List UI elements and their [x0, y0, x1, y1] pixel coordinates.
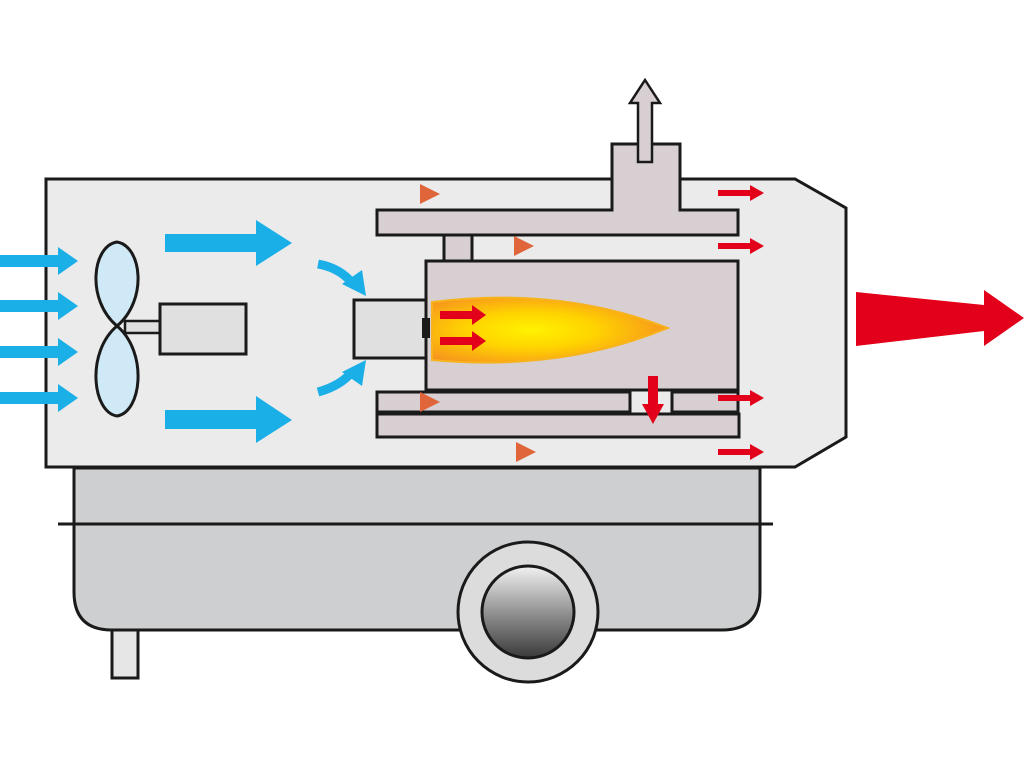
hot-gas-arrows	[440, 305, 664, 424]
support-leg	[110, 628, 140, 680]
fan-air-flow-arrows	[165, 220, 292, 443]
combustion-air-arrows	[316, 259, 366, 397]
cold-air-intake-arrows	[0, 247, 78, 412]
warming-air-arrows	[398, 184, 536, 462]
fuel-tank	[58, 466, 773, 632]
flue-exhaust-arrow	[627, 77, 663, 164]
wheel	[456, 540, 600, 684]
motor-icon	[123, 302, 248, 356]
fan-icon	[94, 240, 140, 418]
flame	[431, 296, 671, 364]
burner	[352, 298, 430, 360]
hot-air-output-arrow	[856, 290, 1024, 346]
heat-exchanger	[375, 142, 741, 439]
heated-air-arrows	[718, 185, 764, 460]
